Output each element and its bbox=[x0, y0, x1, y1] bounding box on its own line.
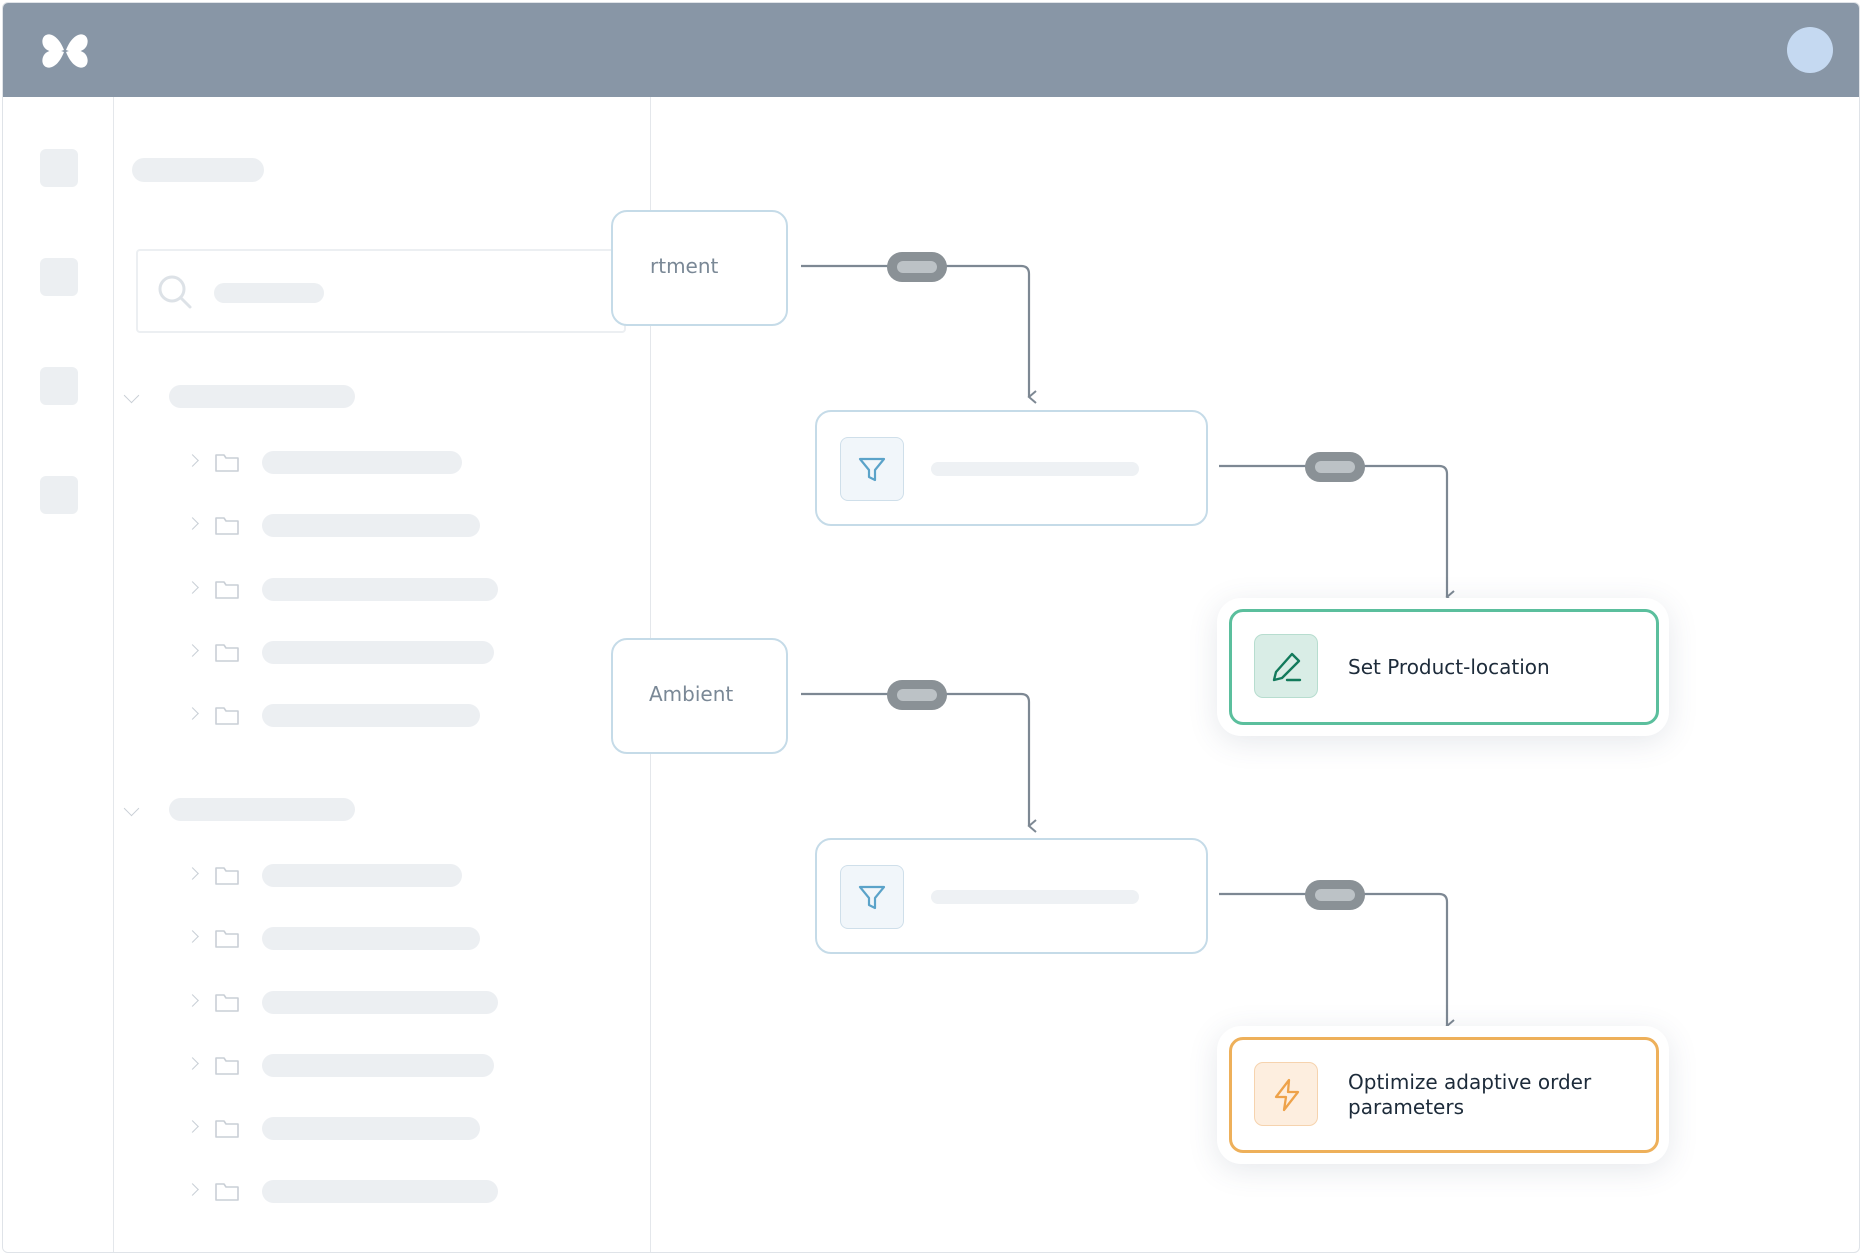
folder-icon bbox=[215, 930, 239, 948]
folder-icon bbox=[215, 867, 239, 885]
source-node-label: rtment bbox=[650, 254, 719, 278]
search-icon bbox=[158, 275, 192, 309]
folder-icon bbox=[215, 644, 239, 662]
search-input[interactable] bbox=[136, 249, 626, 333]
chevron-right-icon[interactable] bbox=[186, 994, 199, 1007]
chevron-right-icon[interactable] bbox=[186, 1183, 199, 1196]
tree-row-label bbox=[262, 641, 494, 664]
tree-panel bbox=[114, 97, 651, 1252]
tree-row-label bbox=[262, 704, 480, 727]
chevron-right-icon[interactable] bbox=[186, 707, 199, 720]
tree-row-label bbox=[262, 1054, 494, 1077]
panel-title-placeholder bbox=[132, 158, 264, 182]
folder-icon bbox=[215, 581, 239, 599]
folder-icon bbox=[215, 517, 239, 535]
nav-rail-item-1[interactable] bbox=[40, 149, 78, 187]
source-node-1[interactable]: rtment bbox=[611, 210, 788, 326]
folder-icon bbox=[215, 1057, 239, 1075]
chevron-right-icon[interactable] bbox=[186, 644, 199, 657]
tree-row[interactable] bbox=[114, 632, 650, 672]
action-node-label: Set Product-location bbox=[1348, 655, 1550, 679]
tree-row[interactable] bbox=[114, 1045, 650, 1085]
nav-rail-item-2[interactable] bbox=[40, 258, 78, 296]
tree-group-label[interactable] bbox=[169, 798, 355, 821]
tree-row-label bbox=[262, 578, 498, 601]
connector-pills bbox=[887, 252, 1365, 910]
folder-icon bbox=[215, 454, 239, 472]
flow-canvas: rtment Ambient bbox=[611, 97, 1859, 1252]
folder-icon bbox=[215, 994, 239, 1012]
pencil-icon-box bbox=[1254, 634, 1318, 698]
chevron-right-icon[interactable] bbox=[186, 930, 199, 943]
filter-icon bbox=[858, 457, 886, 482]
tree-row-label bbox=[262, 991, 498, 1014]
tree-row[interactable] bbox=[114, 505, 650, 545]
tree-row[interactable] bbox=[114, 569, 650, 609]
tree-row-label bbox=[262, 1180, 498, 1203]
tree-row-label bbox=[262, 1117, 480, 1140]
butterfly-logo-icon[interactable] bbox=[37, 23, 93, 79]
chevron-down-icon[interactable] bbox=[123, 800, 140, 817]
tree-group-label[interactable] bbox=[169, 385, 355, 408]
tree-row[interactable] bbox=[114, 982, 650, 1022]
search-placeholder bbox=[214, 283, 324, 303]
chevron-right-icon[interactable] bbox=[186, 867, 199, 880]
lightning-icon-box bbox=[1254, 1062, 1318, 1126]
nav-rail bbox=[3, 97, 114, 1252]
action-node-optimize-adaptive-order[interactable]: Optimize adaptive order parameters bbox=[1229, 1037, 1659, 1153]
tree-row-label bbox=[262, 514, 480, 537]
filter-icon-box bbox=[840, 865, 904, 929]
tree-row[interactable] bbox=[114, 442, 650, 482]
filter-node-2[interactable] bbox=[815, 838, 1208, 954]
tree-row[interactable] bbox=[114, 1108, 650, 1148]
tree-row[interactable] bbox=[114, 1171, 650, 1211]
tree-row[interactable] bbox=[114, 918, 650, 958]
nav-rail-item-4[interactable] bbox=[40, 476, 78, 514]
chevron-right-icon[interactable] bbox=[186, 517, 199, 530]
filter-node-label-placeholder bbox=[931, 890, 1139, 904]
folder-icon bbox=[215, 1120, 239, 1138]
nav-rail-item-3[interactable] bbox=[40, 367, 78, 405]
source-node-label: Ambient bbox=[649, 682, 734, 706]
tree-row-label bbox=[262, 451, 462, 474]
tree-row-label bbox=[262, 864, 462, 887]
chevron-right-icon[interactable] bbox=[186, 581, 199, 594]
folder-icon bbox=[215, 707, 239, 725]
top-bar bbox=[3, 3, 1859, 97]
folder-icon bbox=[215, 1183, 239, 1201]
source-node-2[interactable]: Ambient bbox=[611, 638, 788, 754]
flow-connectors bbox=[801, 252, 1455, 1033]
filter-icon-box bbox=[840, 437, 904, 501]
action-node-set-product-location[interactable]: Set Product-location bbox=[1229, 609, 1659, 725]
tree-row[interactable] bbox=[114, 855, 650, 895]
chevron-right-icon[interactable] bbox=[186, 1120, 199, 1133]
user-avatar[interactable] bbox=[1787, 27, 1833, 73]
action-node-label: Optimize adaptive order parameters bbox=[1348, 1070, 1592, 1119]
tree-row[interactable] bbox=[114, 695, 650, 735]
pencil-icon bbox=[1272, 652, 1302, 682]
filter-node-label-placeholder bbox=[931, 462, 1139, 476]
chevron-right-icon[interactable] bbox=[186, 1057, 199, 1070]
lightning-icon bbox=[1274, 1078, 1300, 1112]
chevron-right-icon[interactable] bbox=[186, 454, 199, 467]
filter-node-1[interactable] bbox=[815, 410, 1208, 526]
filter-icon bbox=[858, 885, 886, 910]
tree-row-label bbox=[262, 927, 480, 950]
chevron-down-icon[interactable] bbox=[123, 387, 140, 404]
